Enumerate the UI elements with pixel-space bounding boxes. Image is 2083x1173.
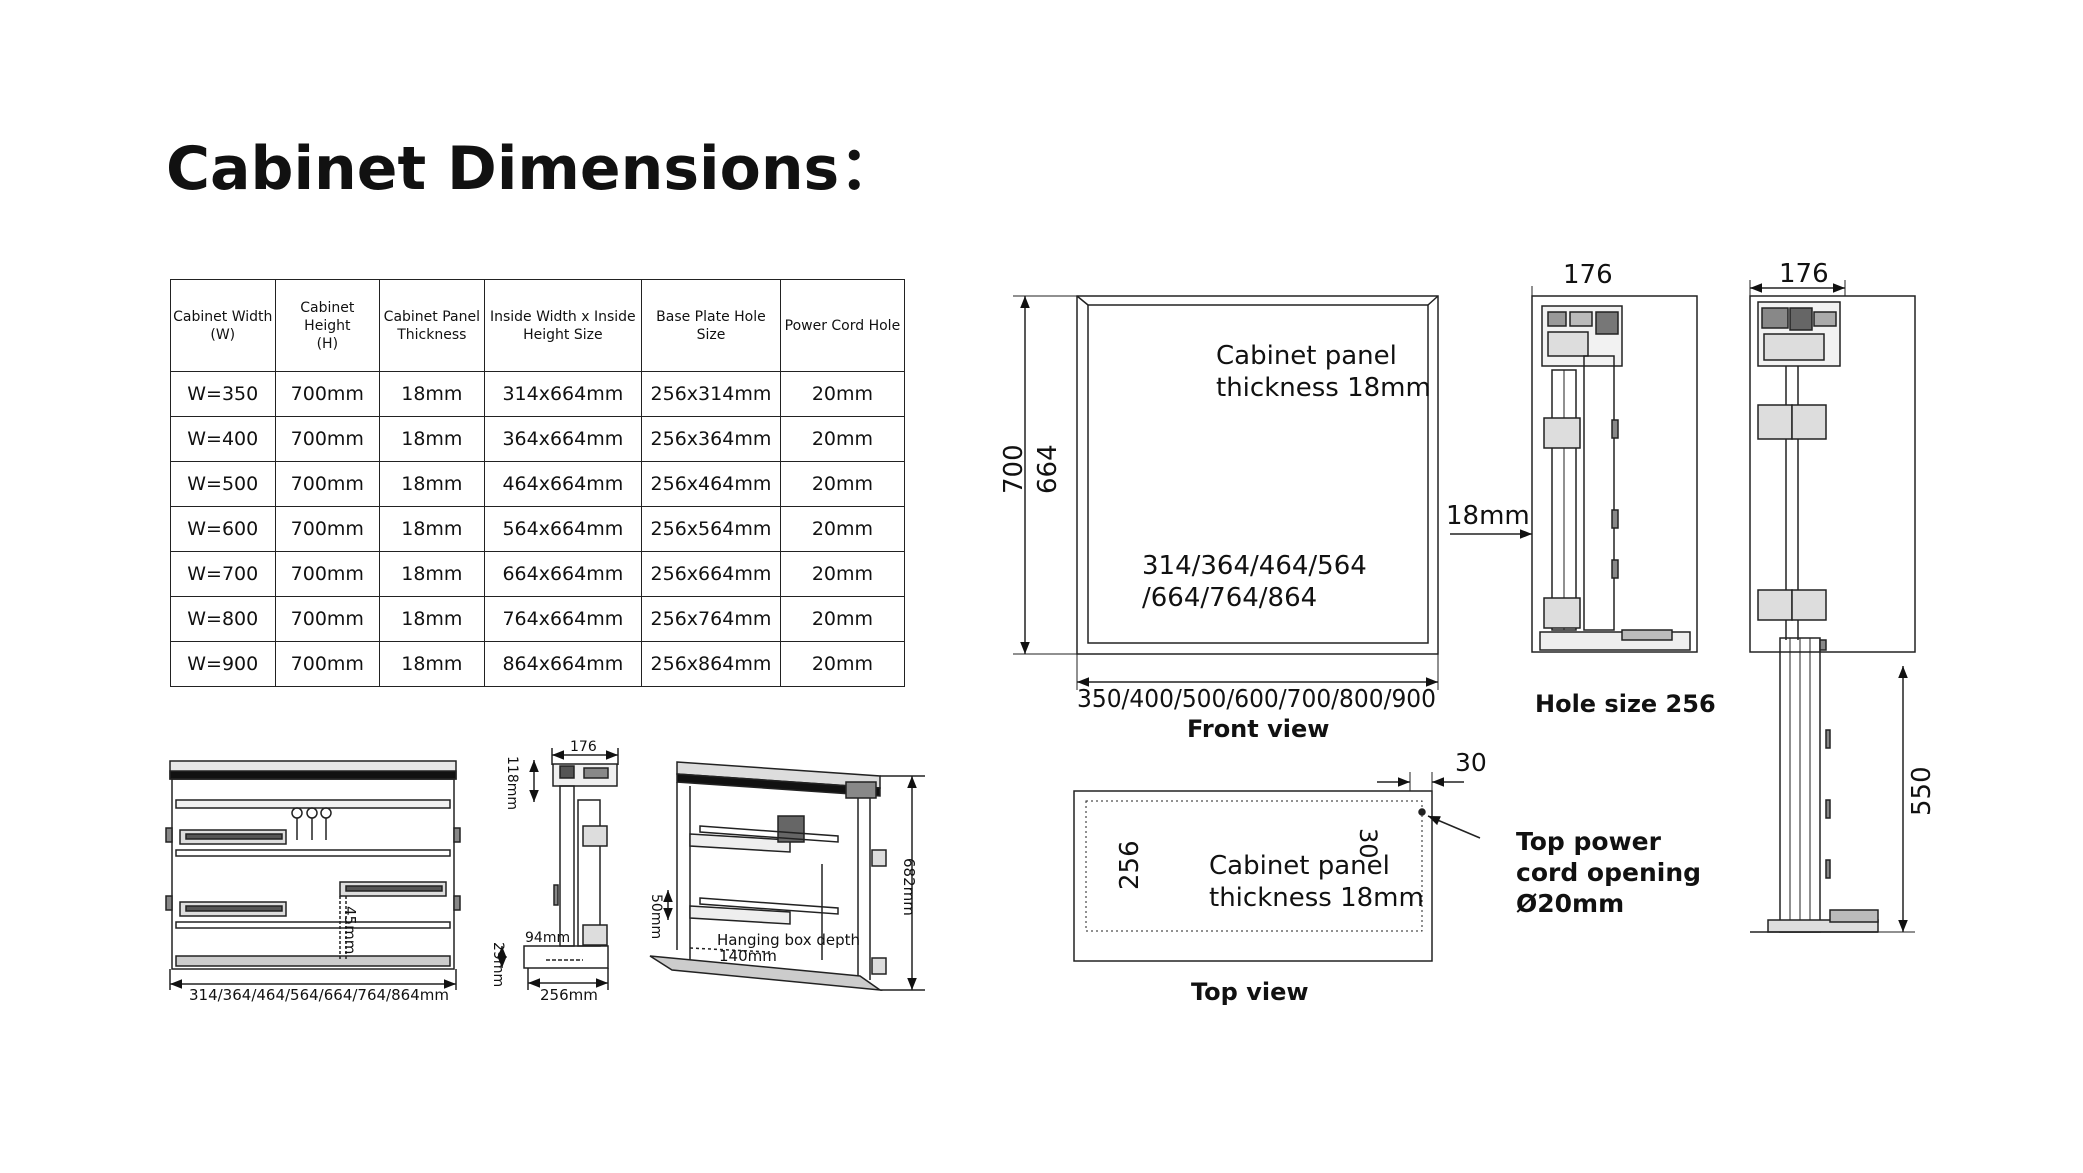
side-view-2-width-176: 176 (1779, 259, 1829, 289)
table-cell: 700mm (274, 461, 381, 507)
table-cell: W=800 (170, 596, 276, 642)
table-cell: 20mm (779, 416, 906, 462)
table-cell: 256x664mm (641, 551, 781, 597)
small-front-drawing (165, 760, 461, 990)
small-front-width-label: 314/364/464/564/664/764/864mm (189, 986, 449, 1004)
front-view-drawing (1013, 295, 1439, 690)
small-iso-hanging-140: 140mm (719, 947, 777, 965)
table-cell: 700mm (274, 551, 381, 597)
side-view-1-thickness-18: 18mm (1446, 501, 1530, 531)
table-cell: 18mm (379, 551, 485, 597)
table-cell: 764x664mm (483, 596, 643, 642)
front-view-caption: Front view (1187, 715, 1329, 743)
front-view-panel-text: Cabinet panel thickness 18mm (1216, 341, 1431, 403)
table-cell: 256x314mm (641, 371, 781, 417)
small-side-bottom-256: 256mm (540, 986, 598, 1004)
small-front-dim-45: 45mm (341, 906, 359, 954)
table-cell: W=700 (170, 551, 276, 597)
front-view-h664: 664 (1033, 444, 1063, 494)
small-side-dim-94: 94mm (525, 930, 570, 946)
small-iso-height-682: 682mm (900, 858, 918, 916)
side-view-1-width-176: 176 (1563, 260, 1613, 290)
table-cell: 464x664mm (483, 461, 643, 507)
table-cell: 314x664mm (483, 371, 643, 417)
table-cell: 20mm (779, 551, 906, 597)
front-view-inside-widths: 314/364/464/564 /664/764/864 (1142, 551, 1367, 613)
table-cell: 20mm (779, 371, 906, 417)
table-cell: 700mm (274, 641, 381, 687)
table-cell: 256x464mm (641, 461, 781, 507)
header-panel-thickness: Cabinet Panel Thickness (379, 279, 485, 372)
table-cell: W=500 (170, 461, 276, 507)
small-side-drawing (497, 748, 619, 990)
table-cell: W=350 (170, 371, 276, 417)
small-iso-drawing (649, 761, 925, 992)
page-title: Cabinet Dimensions： (166, 134, 900, 204)
table-cell: 700mm (274, 416, 381, 462)
header-cabinet-width: Cabinet Width (W) (170, 279, 276, 372)
small-side-dim-118: 118mm (504, 756, 520, 810)
table-cell: 864x664mm (483, 641, 643, 687)
side-view-1-drawing (1450, 286, 1698, 653)
table-cell: 20mm (779, 641, 906, 687)
table-cell: 20mm (779, 596, 906, 642)
top-view-dim-30-side: 30 (1354, 828, 1382, 859)
table-cell: 20mm (779, 461, 906, 507)
table-cell: 20mm (779, 506, 906, 552)
front-view-h700: 700 (999, 444, 1029, 494)
side-view-2-drawing (1749, 280, 1916, 933)
small-iso-dim-50: 50mm (648, 894, 664, 939)
table-cell: 18mm (379, 461, 485, 507)
small-side-dim-29: 29mm (490, 942, 506, 987)
table-cell: W=400 (170, 416, 276, 462)
header-inside-size: Inside Width x Inside Height Size (483, 279, 643, 372)
small-iso-hanging-label: Hanging box depth (717, 931, 860, 949)
header-cabinet-height: Cabinet Height (H) (274, 279, 381, 372)
front-view-outer-widths: 350/400/500/600/700/800/900 (1077, 684, 1436, 713)
table-cell: 18mm (379, 641, 485, 687)
top-view-caption: Top view (1191, 978, 1309, 1006)
table-cell: 18mm (379, 416, 485, 462)
table-cell: 256x364mm (641, 416, 781, 462)
top-view-power-note: Top power cord opening Ø20mm (1516, 827, 1702, 918)
table-cell: 256x764mm (641, 596, 781, 642)
table-header-row: Cabinet Width (W) Cabinet Height (H) Cab… (170, 279, 906, 372)
top-view-panel-text: Cabinet panel thickness 18mm (1209, 851, 1424, 913)
top-view-dim-30-top: 30 (1455, 748, 1487, 777)
dimensions-table: Cabinet Width (W) Cabinet Height (H) Cab… (170, 279, 906, 687)
header-power-cord-hole: Power Cord Hole (779, 279, 906, 372)
table-cell: 18mm (379, 596, 485, 642)
table-cell: 564x664mm (483, 506, 643, 552)
top-view-depth-256: 256 (1115, 840, 1145, 890)
table-cell: 700mm (274, 506, 381, 552)
table-cell: 18mm (379, 506, 485, 552)
side-view-2-height-550: 550 (1907, 766, 1937, 816)
small-side-top-176: 176 (570, 739, 597, 755)
table-cell: W=600 (170, 506, 276, 552)
side-view-1-caption: Hole size 256 (1535, 690, 1716, 718)
top-view-drawing (1073, 772, 1481, 962)
table-cell: 256x564mm (641, 506, 781, 552)
